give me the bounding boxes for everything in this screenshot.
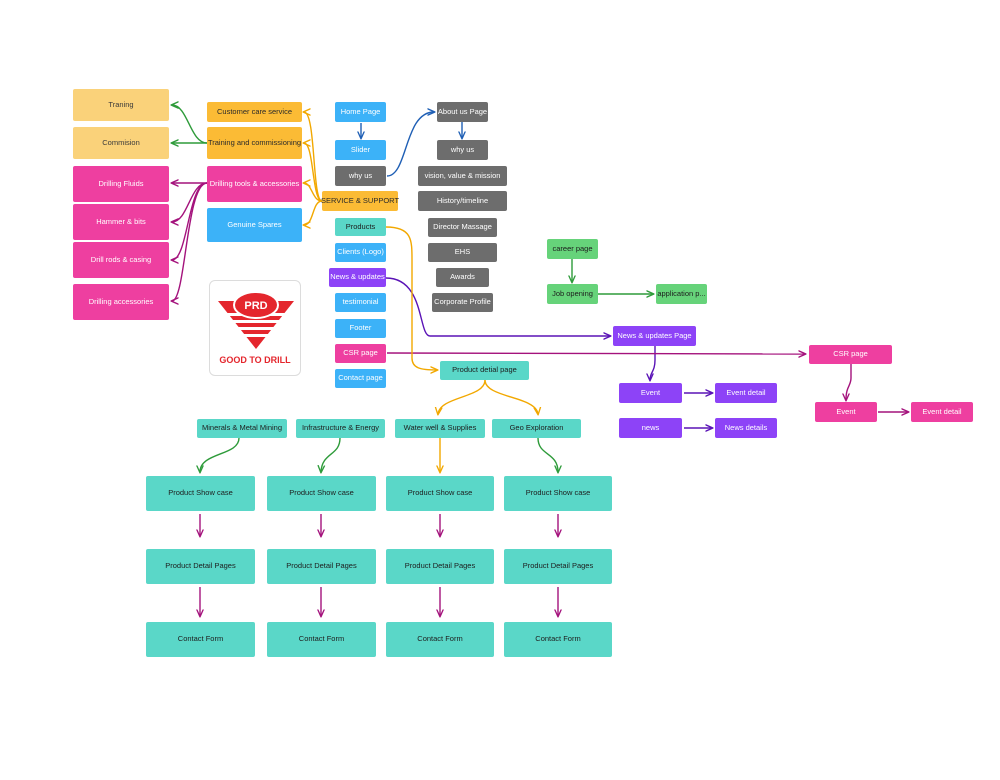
node-job-opening[interactable]: Job opening bbox=[547, 284, 598, 304]
node-news-updates-page[interactable]: News & updates Page bbox=[613, 326, 696, 346]
node-news-updates[interactable]: News & updates bbox=[329, 268, 386, 287]
arrow-tools-to-rods bbox=[172, 182, 208, 260]
node-event-detail[interactable]: Event detail bbox=[715, 383, 777, 403]
node-drilling-accessories[interactable]: Drilling accessories bbox=[73, 284, 169, 320]
node-news[interactable]: news bbox=[619, 418, 682, 438]
arrow-news-to-newspage bbox=[385, 277, 610, 336]
node-geo-exploration[interactable]: Geo Exploration bbox=[492, 419, 581, 438]
node-customer-care[interactable]: Customer care service bbox=[207, 102, 302, 122]
node-product-detail-page[interactable]: Product detial page bbox=[440, 361, 529, 380]
node-drill-rods[interactable]: Drill rods & casing bbox=[73, 242, 169, 278]
arrow-csrpage-to-event bbox=[846, 364, 852, 400]
node-slider[interactable]: Slider bbox=[335, 140, 386, 160]
arrow-service-to-training bbox=[304, 143, 323, 202]
arrow-detailpage-to-geo bbox=[484, 379, 538, 414]
node-detail-pages-2[interactable]: Product Detail Pages bbox=[267, 549, 376, 584]
node-why-us-home[interactable]: why us bbox=[335, 166, 386, 186]
node-service-support[interactable]: SERVICE & SUPPORT bbox=[321, 191, 399, 211]
node-application[interactable]: application p... bbox=[656, 284, 707, 304]
node-corporate-profile[interactable]: Corporate Profile bbox=[432, 293, 493, 312]
node-career-page[interactable]: career page bbox=[547, 239, 598, 259]
prd-logo-mark: PRD bbox=[218, 291, 294, 349]
node-contact-form-3[interactable]: Contact Form bbox=[386, 622, 494, 657]
arrow-detailpage-to-water bbox=[438, 379, 486, 414]
arrow-geo-to-showcase bbox=[537, 437, 558, 472]
node-infrastructure[interactable]: Infrastructure & Energy bbox=[296, 419, 385, 438]
arrow-whyus-to-about bbox=[386, 112, 434, 177]
node-training-commissioning[interactable]: Training and commissioning bbox=[207, 127, 302, 159]
node-show-case-1[interactable]: Product Show case bbox=[146, 476, 255, 511]
node-csr-page-home[interactable]: CSR page bbox=[335, 344, 386, 363]
node-detail-pages-4[interactable]: Product Detail Pages bbox=[504, 549, 612, 584]
node-csr-event[interactable]: Event bbox=[815, 402, 877, 422]
node-contact-form-4[interactable]: Contact Form bbox=[504, 622, 612, 657]
node-event[interactable]: Event bbox=[619, 383, 682, 403]
node-csr-event-detail[interactable]: Event detail bbox=[911, 402, 973, 422]
node-vision[interactable]: vision, value & mission bbox=[418, 166, 507, 186]
node-hammer-bits[interactable]: Hammer & bits bbox=[73, 204, 169, 240]
node-csr-page[interactable]: CSR page bbox=[809, 345, 892, 364]
node-detail-pages-1[interactable]: Product Detail Pages bbox=[146, 549, 255, 584]
node-traning[interactable]: Traning bbox=[73, 89, 169, 121]
arrow-service-to-spares bbox=[304, 200, 323, 225]
node-footer[interactable]: Footer bbox=[335, 319, 386, 338]
logo-name: PRD bbox=[244, 300, 267, 312]
node-history[interactable]: History/timeline bbox=[418, 191, 507, 211]
arrow-minerals-to-showcase bbox=[200, 437, 240, 472]
logo-tagline: GOOD TO DRILL bbox=[219, 355, 291, 365]
arrow-csr-to-csrpage bbox=[386, 353, 805, 354]
arrow-training-to-traning bbox=[172, 105, 208, 144]
node-products[interactable]: Products bbox=[335, 218, 386, 236]
node-commision[interactable]: Commision bbox=[73, 127, 169, 159]
node-home-page[interactable]: Home Page bbox=[335, 102, 386, 122]
node-clients[interactable]: Clients (Logo) bbox=[335, 243, 386, 262]
node-awards[interactable]: Awards bbox=[436, 268, 489, 287]
arrow-service-to-customer bbox=[304, 112, 323, 202]
node-show-case-3[interactable]: Product Show case bbox=[386, 476, 494, 511]
node-water-well[interactable]: Water well & Supplies bbox=[395, 419, 485, 438]
arrow-products-to-detailpage bbox=[385, 226, 437, 370]
arrow-service-to-tools bbox=[304, 183, 323, 202]
node-news-details[interactable]: News details bbox=[715, 418, 777, 438]
node-why-us-about[interactable]: why us bbox=[437, 140, 488, 160]
arrow-tools-to-accessories bbox=[172, 182, 208, 301]
node-show-case-4[interactable]: Product Show case bbox=[504, 476, 612, 511]
arrow-newspage-to-event bbox=[650, 346, 656, 380]
node-contact-form-1[interactable]: Contact Form bbox=[146, 622, 255, 657]
node-contact-form-2[interactable]: Contact Form bbox=[267, 622, 376, 657]
node-drilling-tools[interactable]: Drilling tools & accessories bbox=[207, 166, 302, 202]
node-about-us[interactable]: About us Page bbox=[437, 102, 488, 122]
prd-logo: PRD GOOD TO DRILL bbox=[209, 280, 301, 376]
node-minerals[interactable]: Minerals & Metal Mining bbox=[197, 419, 287, 438]
node-detail-pages-3[interactable]: Product Detail Pages bbox=[386, 549, 494, 584]
node-ehs[interactable]: EHS bbox=[428, 243, 497, 262]
node-testimonial[interactable]: testimonial bbox=[335, 293, 386, 312]
node-show-case-2[interactable]: Product Show case bbox=[267, 476, 376, 511]
node-director[interactable]: Director Massage bbox=[428, 218, 497, 237]
node-genuine-spares[interactable]: Genuine Spares bbox=[207, 208, 302, 242]
node-drilling-fluids[interactable]: Drilling Fluids bbox=[73, 166, 169, 202]
node-contact-page[interactable]: Contact page bbox=[335, 369, 386, 388]
arrow-infra-to-showcase bbox=[321, 437, 341, 472]
